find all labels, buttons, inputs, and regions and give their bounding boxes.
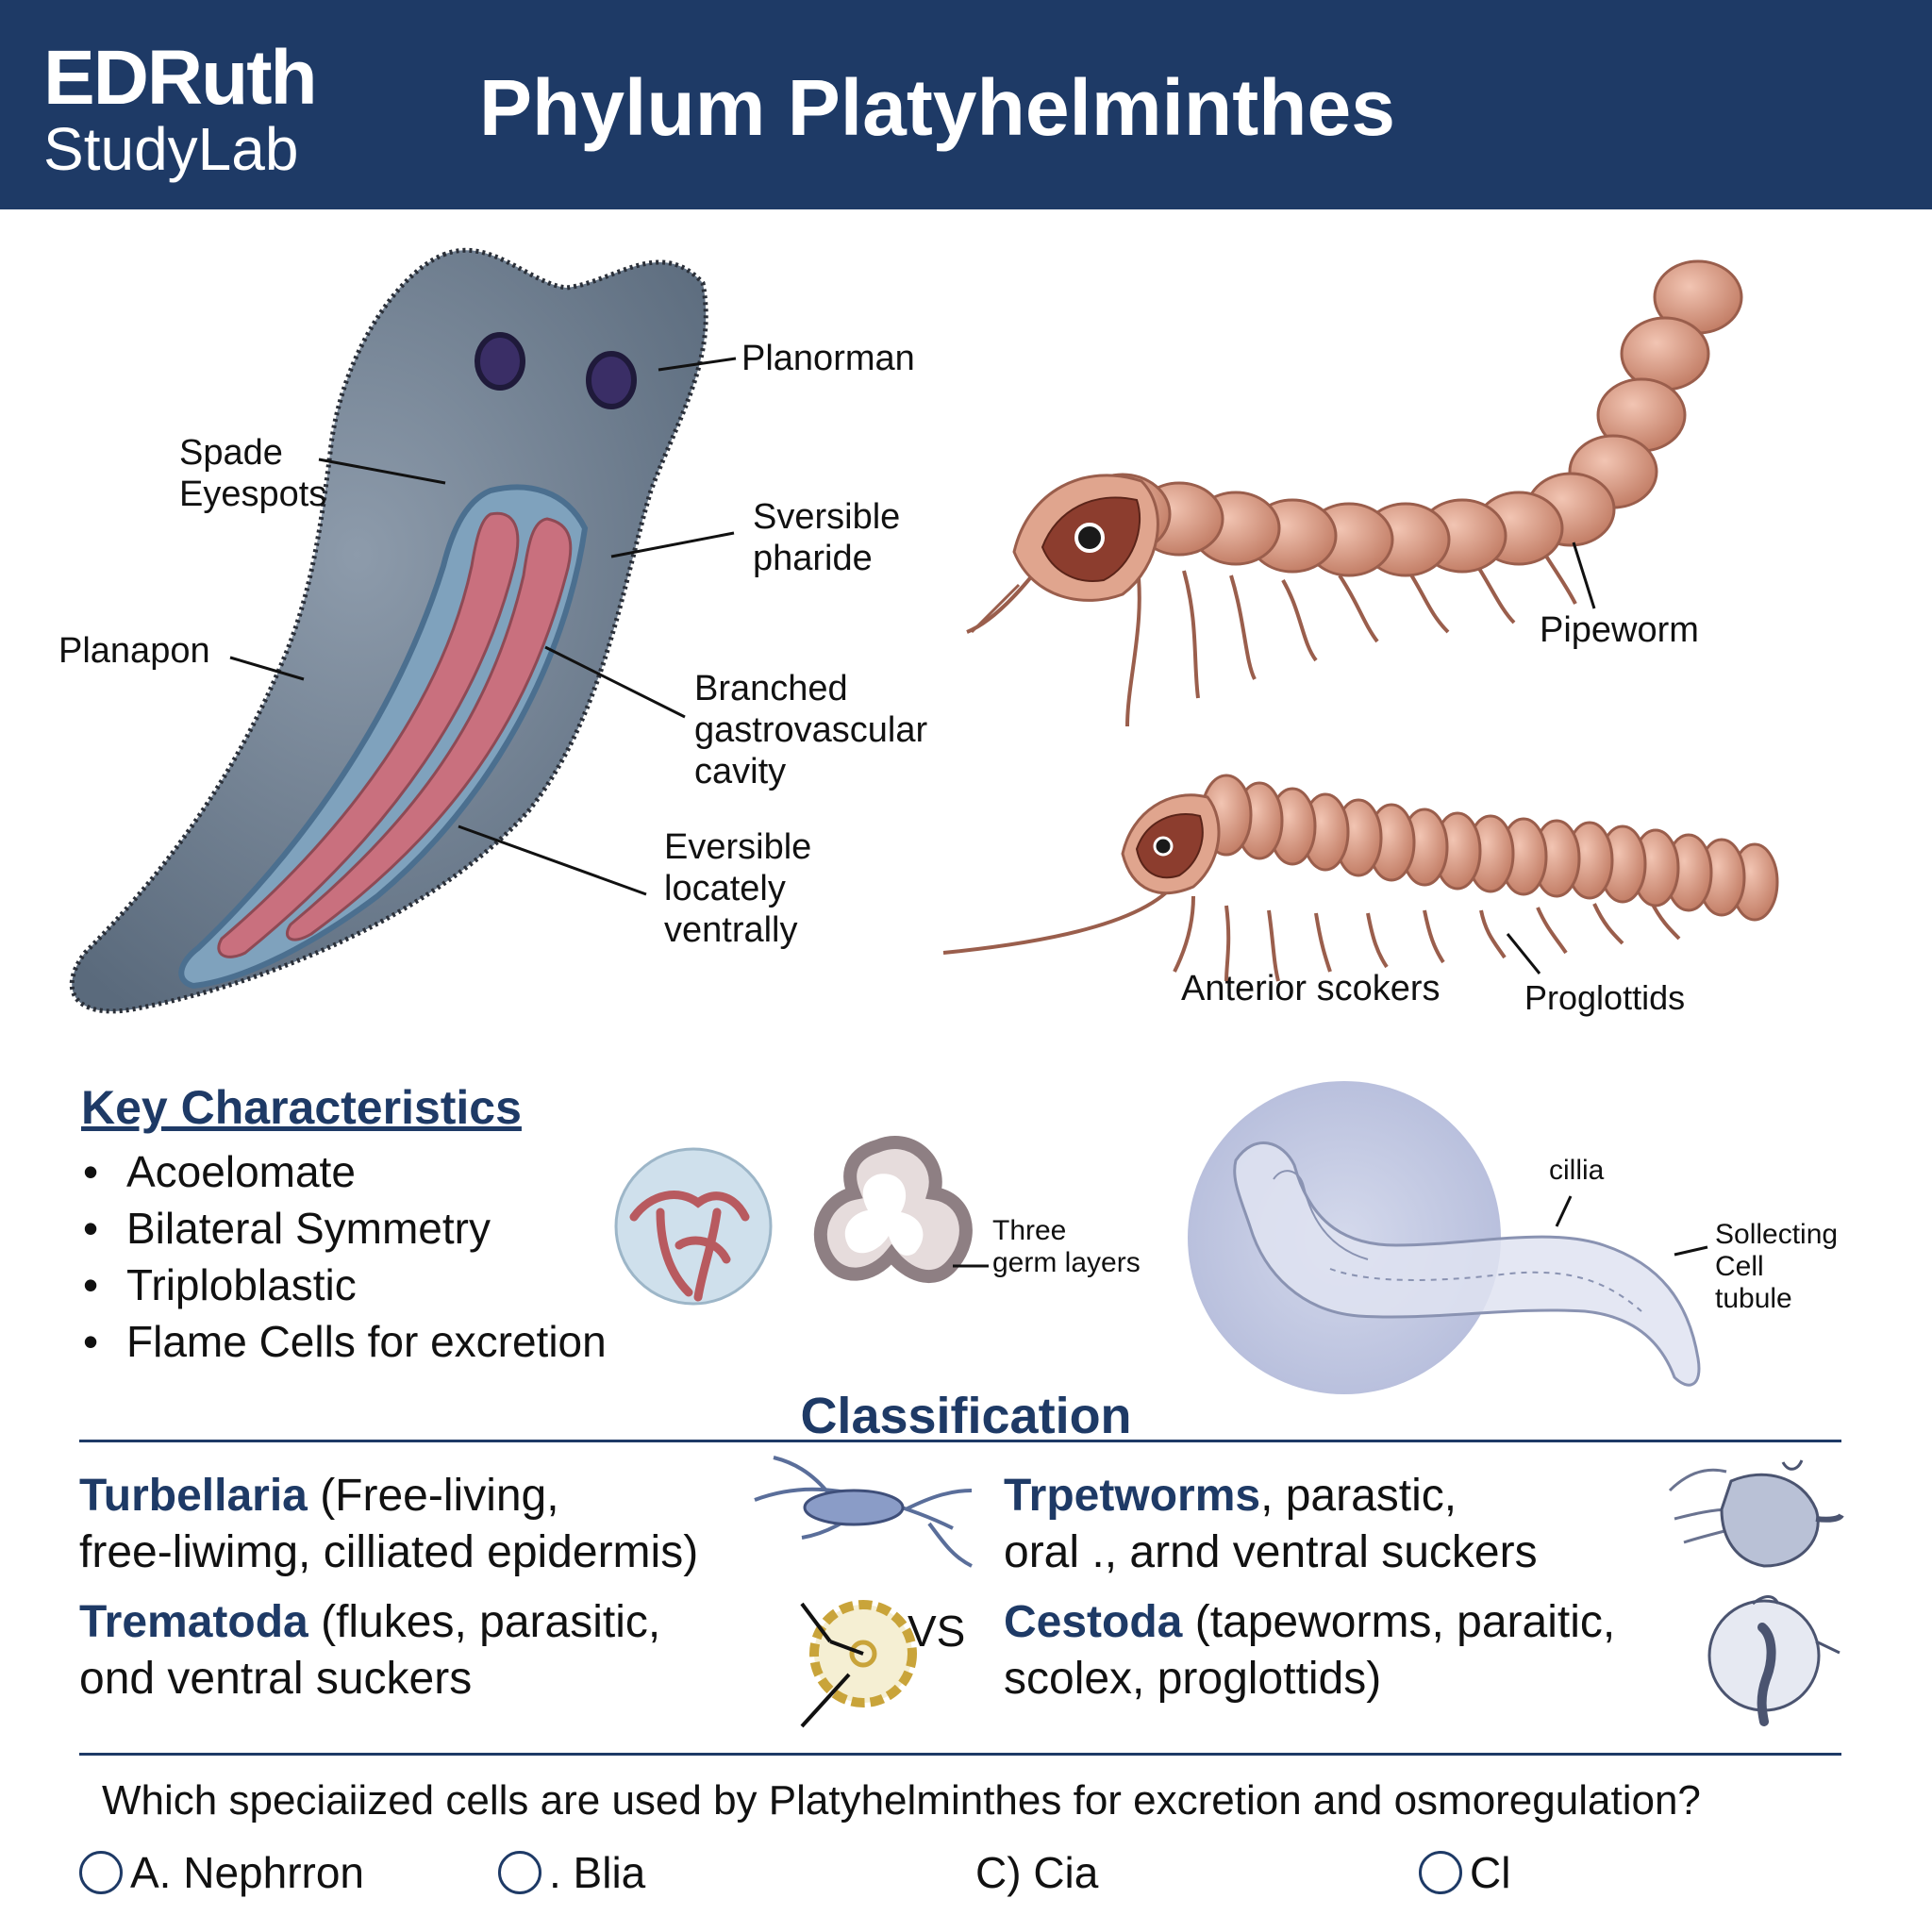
cestoda-desc: (tapeworms, paraitic,: [1182, 1597, 1616, 1647]
trematoda-desc2: ond ventral suckers: [79, 1654, 473, 1704]
key-characteristics-title: Key Characteristics: [81, 1081, 522, 1134]
cestoda-name: Cestoda: [1004, 1597, 1183, 1647]
brand-line2: StudyLab: [43, 115, 299, 183]
radio-icon[interactable]: [79, 1851, 123, 1894]
brand-line1: EDRuth: [43, 35, 318, 121]
trematoda-entry: Trematoda (flukes, parasitic, ond ventra…: [79, 1594, 660, 1707]
divider: [79, 1440, 1841, 1442]
trematoda-desc: (flukes, parasitic,: [308, 1597, 661, 1647]
flame-cell-micrograph: [1188, 1081, 1708, 1394]
label-planapon: Planapon: [58, 631, 210, 671]
turbellaria-desc: (Free-living,: [307, 1471, 559, 1521]
label-proglottids: Proglottids: [1524, 978, 1686, 1017]
germ-layers-image: [813, 1136, 989, 1284]
pipeworm-illustration: [966, 259, 1743, 727]
vs-label: VS: [908, 1607, 966, 1656]
list-item: Bilateral Symmetry: [83, 1200, 607, 1257]
trematoda-name: Trematoda: [79, 1597, 308, 1647]
trpetworms-desc2: oral ., arnd ventral suckers: [1004, 1527, 1538, 1577]
turbellaria-entry: Turbellaria (Free-living, free-liwimg, c…: [79, 1468, 698, 1581]
option-b-label: . Blia: [549, 1848, 646, 1897]
question-text: Which speciaiized cells are used by Plat…: [102, 1777, 1701, 1824]
classification-title: Classification: [800, 1388, 1132, 1444]
trpetworms-entry: Trpetworms, parastic, oral ., arnd ventr…: [1004, 1468, 1538, 1581]
cestoda-entry: Cestoda (tapeworms, paraitic, scolex, pr…: [1004, 1594, 1615, 1707]
option-c-label: C) Cia: [975, 1848, 1099, 1897]
trematoda-thumbnail: [800, 1600, 917, 1728]
label-cillia: cillia: [1549, 1155, 1605, 1186]
label-planorman: Planorman: [741, 339, 915, 378]
key-characteristics-list: Acoelomate Bilateral Symmetry Triploblas…: [83, 1143, 607, 1370]
list-item: Acoelomate: [83, 1143, 607, 1200]
label-three-germ-layers: Three germ layers: [992, 1215, 1141, 1278]
header-bar: EDRuth StudyLab Phylum Platyhelminthes: [0, 0, 1932, 209]
option-d[interactable]: Cl: [1419, 1847, 1510, 1898]
option-b[interactable]: . Blia: [498, 1847, 645, 1898]
divider: [79, 1753, 1841, 1756]
planarian-illustration: [69, 247, 737, 1014]
trpetworms-desc: , parastic,: [1260, 1471, 1457, 1521]
label-eversible: Eversible locately ventrally: [664, 827, 812, 950]
label-sversible-pharide: Sversible pharide: [753, 497, 901, 578]
gut-cross-section-image: [614, 1147, 773, 1306]
label-spade-eyespots: Spade Eyespots: [179, 433, 327, 514]
trpetworms-name: Trpetworms: [1004, 1471, 1261, 1521]
cestoda-desc2: scolex, proglottids): [1004, 1654, 1382, 1704]
label-anterior-scokers: Anterior scokers: [1181, 969, 1441, 1008]
label-pipeworm: Pipeworm: [1540, 610, 1699, 650]
label-sollecting-cell-tubule: Sollecting Cell tubule: [1715, 1219, 1839, 1314]
tapeworm-illustration: [942, 774, 1779, 982]
option-a-label: A. Nephrron: [130, 1848, 365, 1897]
option-c[interactable]: C) Cia: [975, 1847, 1098, 1898]
list-item: Triploblastic: [83, 1257, 607, 1313]
turbellaria-name: Turbellaria: [79, 1471, 308, 1521]
option-a[interactable]: A. Nephrron: [79, 1847, 364, 1898]
option-d-label: Cl: [1470, 1848, 1511, 1897]
cestoda-thumbnail: [1707, 1595, 1840, 1726]
radio-icon[interactable]: [1419, 1851, 1462, 1894]
list-item: Flame Cells for excretion: [83, 1313, 607, 1370]
turbellaria-desc2: free-liwimg, cilliated epidermis): [79, 1527, 699, 1577]
label-branched-cavity: Branched gastrovascular cavity: [694, 669, 928, 791]
trpetworm-thumbnail: [1668, 1459, 1844, 1568]
page-title: Phylum Platyhelminthes: [479, 63, 1395, 152]
turbellaria-thumbnail: [754, 1456, 973, 1568]
radio-icon[interactable]: [498, 1851, 541, 1894]
